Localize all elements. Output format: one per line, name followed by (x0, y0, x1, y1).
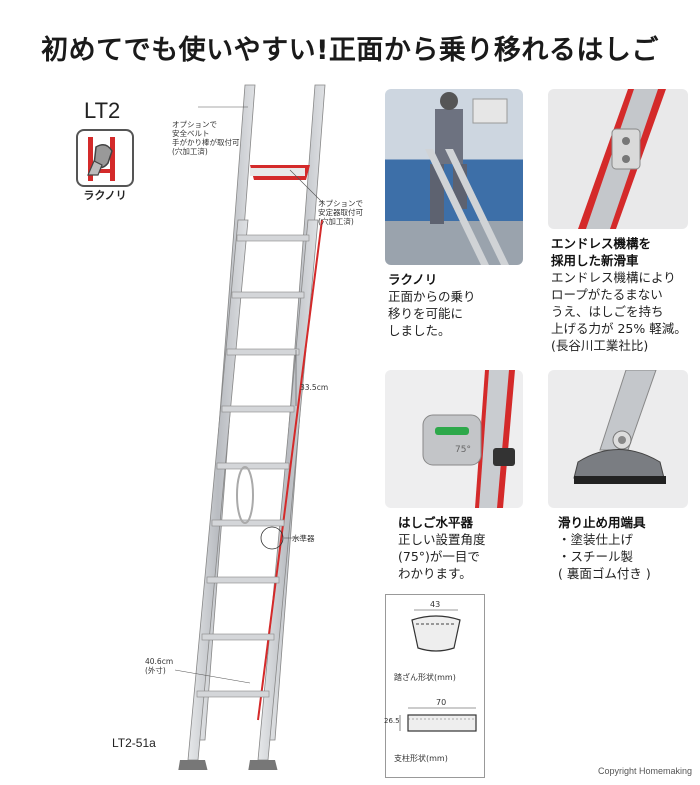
page-title: 初めてでも使いやすい!正面から乗り移れるはしご (41, 35, 659, 66)
photo-pulley (548, 89, 688, 229)
feature-rakunori: ラクノリ 正面からの乗り 移りを可能に しました。 (388, 271, 523, 339)
ladder-foot-icon (573, 370, 666, 484)
pulley-icon (578, 89, 666, 229)
logo-label: ラクノリ (83, 189, 127, 202)
level-icon (422, 370, 515, 508)
annotation-rung-pitch: 33.5cm (300, 383, 329, 392)
rakunori-logo (76, 129, 134, 187)
annotation-width: 40.6cm (外寸) (145, 657, 174, 675)
person-on-ladder-icon (425, 92, 509, 265)
feature-level: はしご水平器 正しい設置角度 (75°)が一目で わかります。 (398, 515, 486, 581)
annotation-option-belt: オプションで 安全ベルト 手がかり棒が取付可 (穴加工済) (172, 120, 240, 156)
feature-heading: ラクノリ (388, 272, 438, 287)
model-label: LT2 (84, 98, 121, 123)
step-caption: 踏ざん形状(mm) (394, 673, 456, 682)
rail-caption: 支柱形状(mm) (394, 754, 448, 763)
rakunori-icon (87, 137, 115, 181)
photo-rakunori (385, 89, 523, 265)
annotation-option-stabilizer: オプションで 安定器取付可 (穴加工済) (318, 199, 363, 226)
photo-level: 75° (385, 370, 523, 508)
step-width-dim: 43 (430, 600, 441, 609)
level-angle: 75° (455, 445, 471, 455)
annotation-level: 水準器 (292, 534, 315, 543)
cross-section-diagram: 43 踏ざん形状(mm) 70 26.5 支柱形状(mm) (384, 594, 485, 778)
profile-shapes (399, 609, 477, 732)
feature-foot: 滑り止め用端具 ・塗装仕上げ ・スチール製 ( 裏面ゴム付き ) (558, 515, 651, 581)
copyright: Copyright Homemaking (597, 766, 692, 776)
feature-pulley: エンドレス機構を 採用した新滑車 エンドレス機構により ロープがたるまない うえ… (551, 236, 687, 353)
rail-width-dim: 70 (436, 698, 447, 707)
photo-foot (548, 370, 688, 508)
ladder-illustration (174, 84, 326, 770)
rail-height-dim: 26.5 (384, 717, 400, 725)
model-code: LT2-51a (112, 736, 156, 750)
